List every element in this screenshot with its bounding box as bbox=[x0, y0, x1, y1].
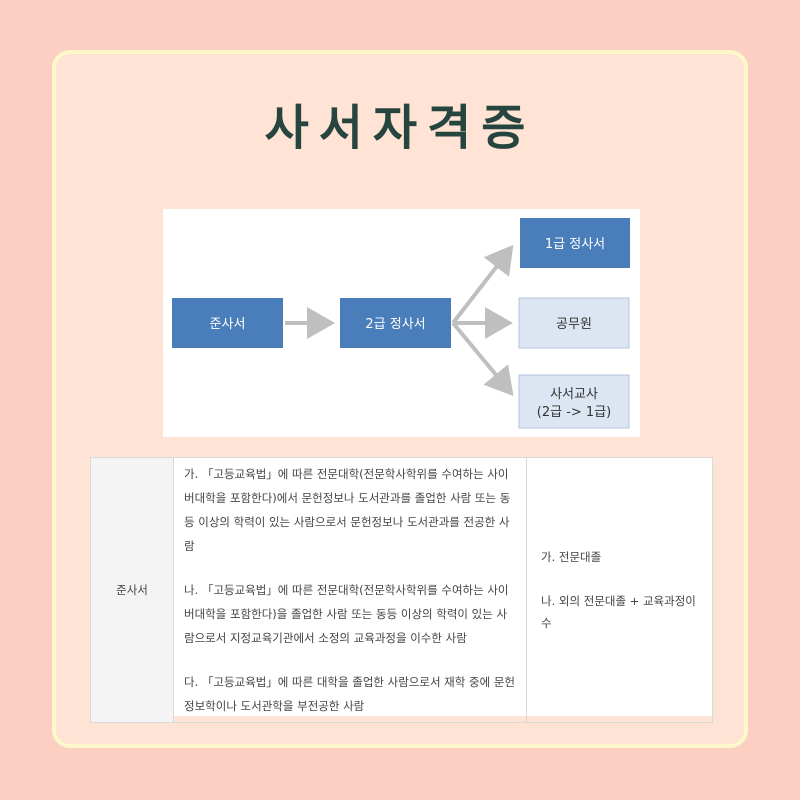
requirements-cell: 가. 「고등교육법」에 따른 전문대학(전문학사학위를 수여하는 사이버대학을 … bbox=[173, 457, 527, 723]
qualification-table: 준사서 가. 「고등교육법」에 따른 전문대학(전문학사학위를 수여하는 사이버… bbox=[90, 457, 713, 723]
requirement-item: 가. 「고등교육법」에 따른 전문대학(전문학사학위를 수여하는 사이버대학을 … bbox=[184, 467, 511, 553]
node-civil-servant-label: 공무원 bbox=[556, 317, 592, 332]
node-civil-servant bbox=[518, 297, 630, 349]
requirements-table: 준사서 가. 「고등교육법」에 따른 전문대학(전문학사학위를 수여하는 사이버… bbox=[90, 457, 713, 723]
node-grade1 bbox=[520, 218, 630, 268]
requirement-item: 나. 「고등교육법」에 따른 전문대학(전문학사학위를 수여하는 사이버대학을 … bbox=[184, 583, 509, 645]
page-title: 사서자격증 bbox=[264, 100, 536, 156]
node-teacher-label-line1: 사서교사 bbox=[550, 387, 598, 402]
node-junsaseo-label: 준사서 bbox=[210, 317, 246, 332]
node-junsaseo bbox=[172, 298, 283, 348]
summary-item: 나. 외의 전문대졸 + 교육과정이수 bbox=[541, 594, 696, 630]
arrow-grade2-to-grade1 bbox=[451, 244, 514, 325]
career-path-diagram: 준사서 2급 정사서 1급 정사서 공무원 사서교사 (2급 -> 1급) bbox=[163, 209, 640, 437]
node-grade2 bbox=[340, 298, 451, 348]
row-header: 준사서 bbox=[90, 457, 174, 723]
arrow-grade2-to-teacher bbox=[451, 321, 514, 397]
node-teacher-librarian bbox=[518, 374, 630, 429]
table-row: 준사서 가. 「고등교육법」에 따른 전문대학(전문학사학위를 수여하는 사이버… bbox=[90, 457, 713, 723]
node-grade1-label: 1급 정사서 bbox=[545, 237, 605, 252]
node-teacher-label-line2: (2급 -> 1급) bbox=[537, 405, 611, 420]
diagram-svg: 준사서 2급 정사서 1급 정사서 공무원 사서교사 (2급 -> 1급) bbox=[172, 218, 630, 429]
summary-item: 가. 전문대졸 bbox=[541, 550, 602, 564]
summary-cell: 가. 전문대졸 나. 외의 전문대졸 + 교육과정이수 bbox=[526, 457, 713, 723]
requirement-item: 다. 「고등교육법」에 따른 대학을 졸업한 사람으로서 재학 중에 문헌정보학… bbox=[184, 675, 515, 713]
node-grade2-label: 2급 정사서 bbox=[365, 317, 425, 332]
